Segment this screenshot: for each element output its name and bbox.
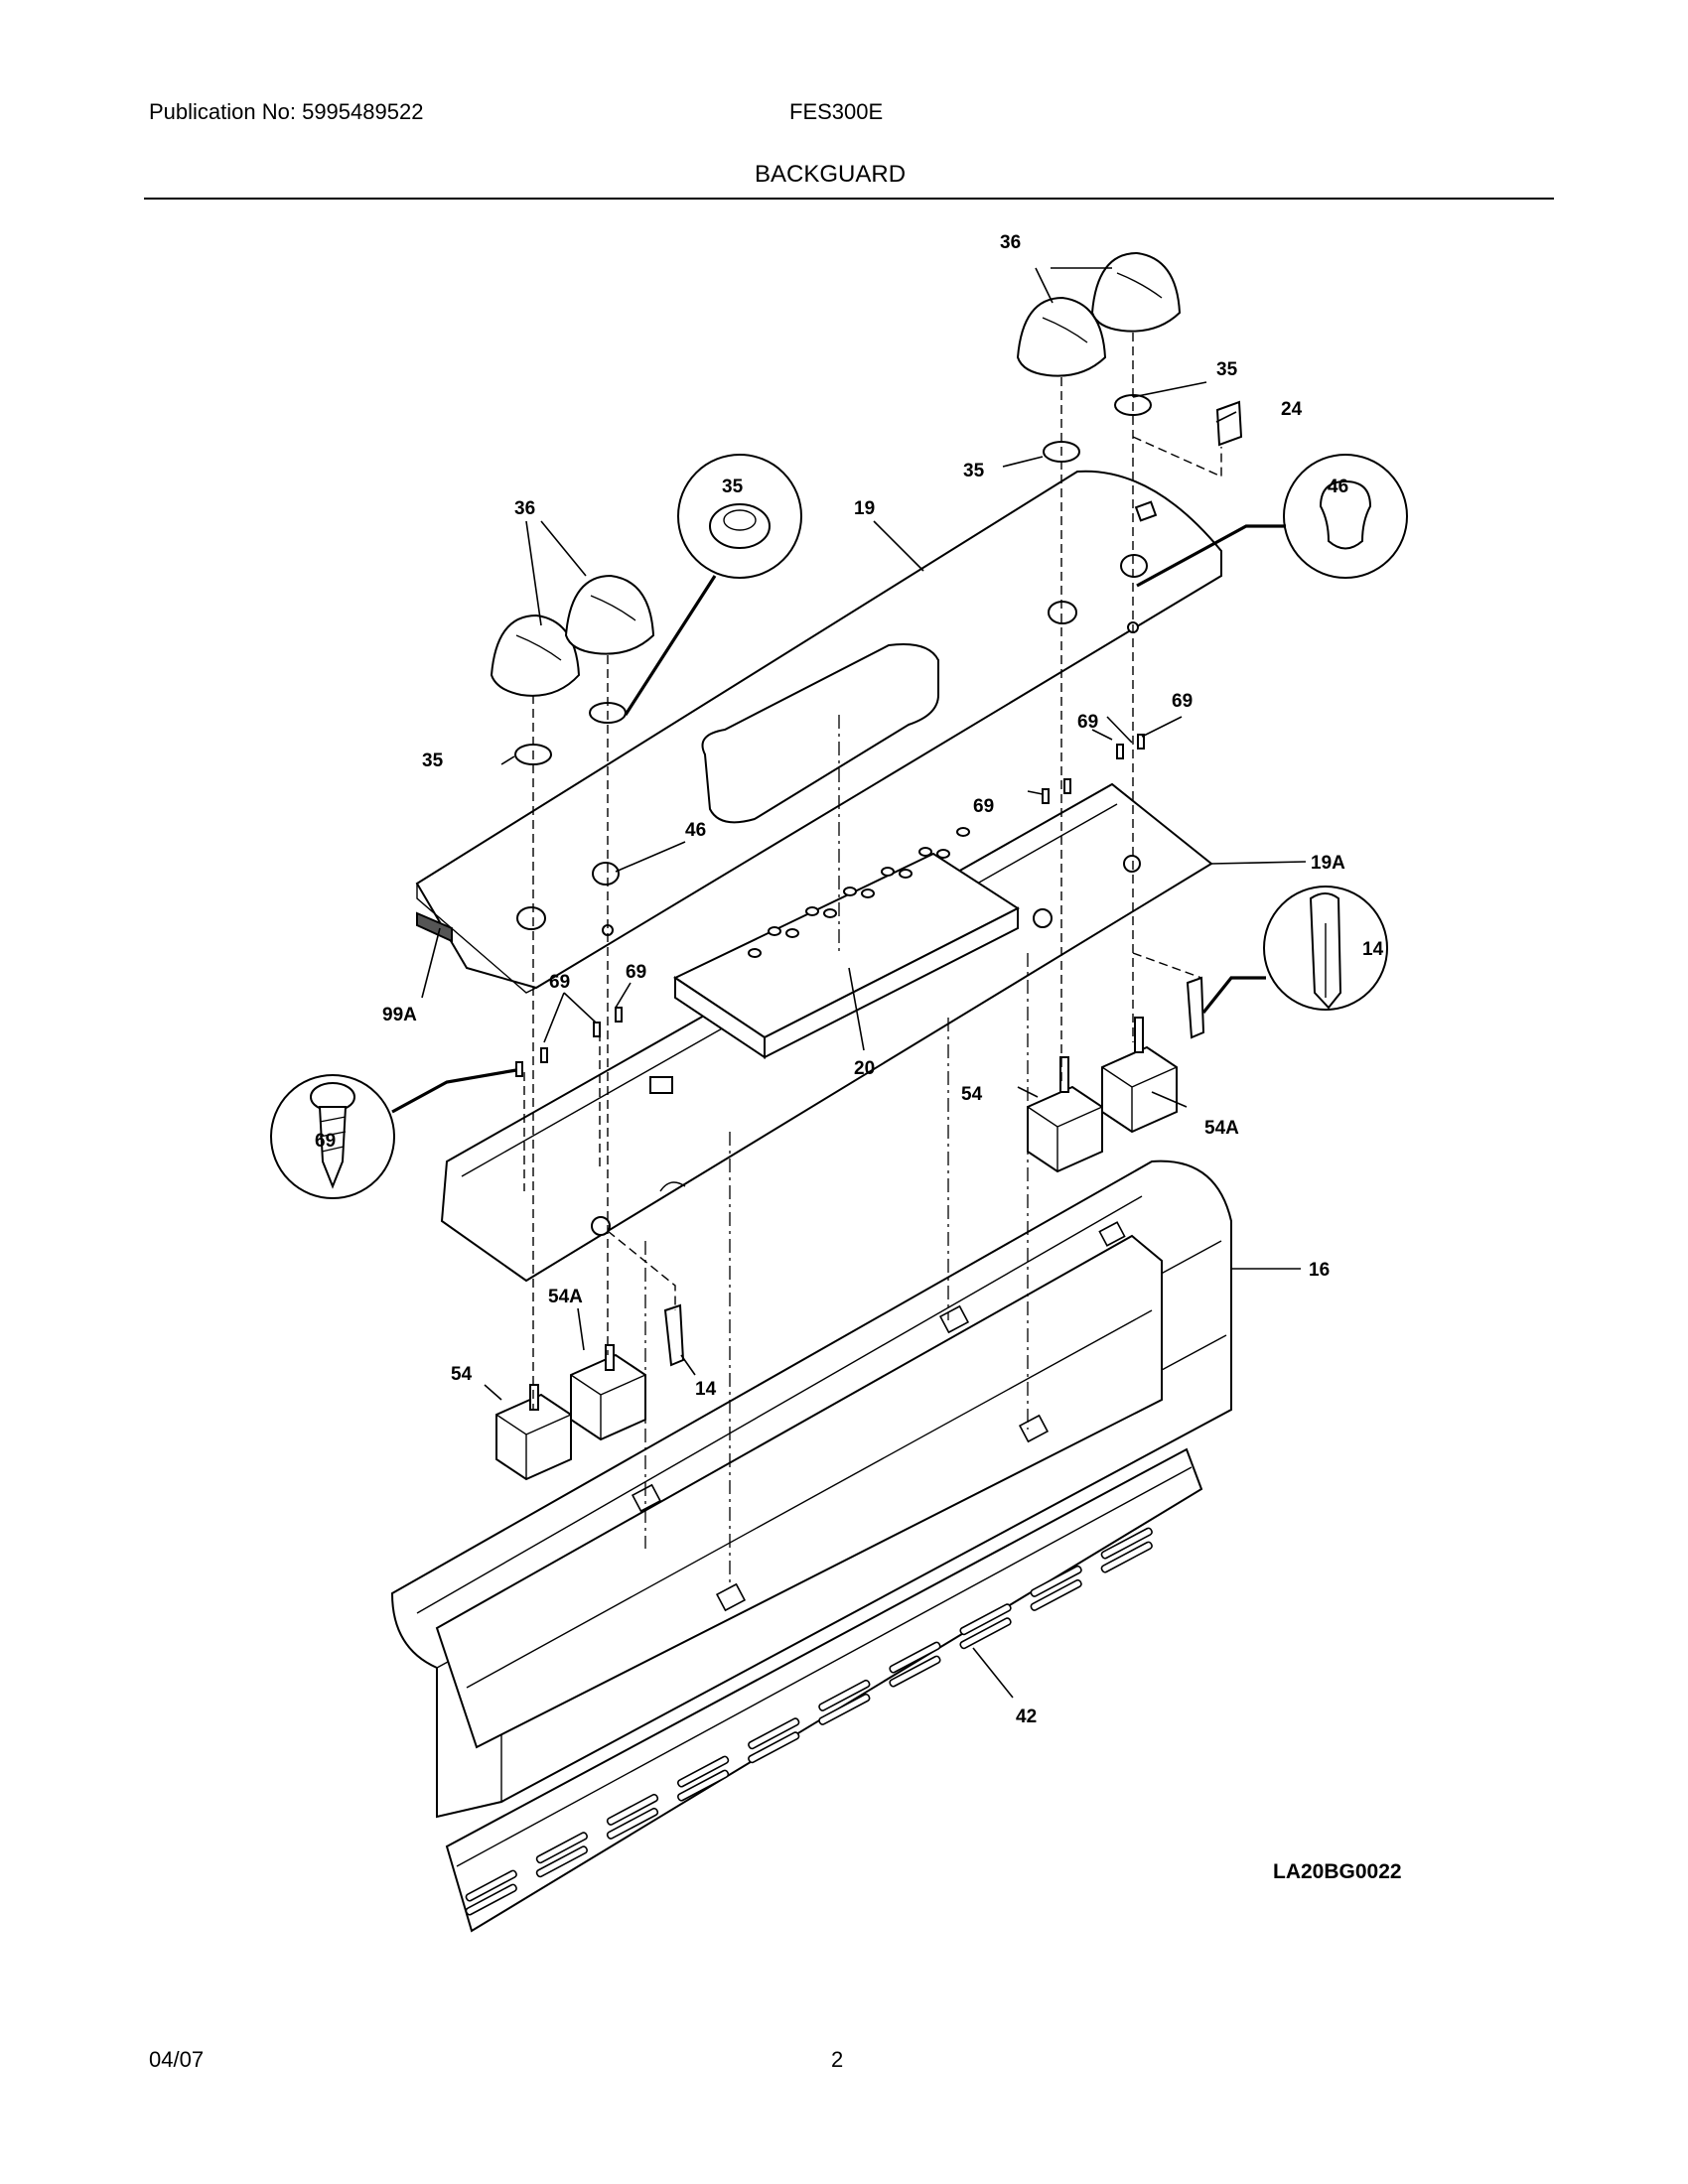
callout-35-right: 35 <box>1216 359 1238 380</box>
callout-46-detail: 46 <box>1328 477 1348 497</box>
callout-35-detail: 35 <box>722 477 744 497</box>
vent-slot <box>818 1679 871 1711</box>
detail-circle-69 <box>270 1068 517 1199</box>
callout-69-c: 69 <box>973 796 994 817</box>
knob-right-front <box>1016 296 1107 377</box>
callout-19A: 19A <box>1311 853 1345 874</box>
vent-slot <box>748 1717 800 1750</box>
control-panel <box>415 470 1222 994</box>
control-button <box>899 869 913 879</box>
vent-slot <box>676 1769 730 1802</box>
vent-slot <box>1030 1578 1082 1611</box>
vent-slot <box>535 1832 588 1864</box>
vent-slot <box>889 1655 941 1688</box>
publication-number: Publication No: 5995489522 <box>149 99 424 124</box>
indicator-lamp-upper <box>1186 976 1205 1039</box>
callout-14-detail: 14 <box>1362 939 1384 960</box>
vent-slot <box>959 1617 1012 1650</box>
infinite-switch-54-upper <box>1027 1056 1103 1173</box>
callout-36-right: 36 <box>1000 232 1021 253</box>
vent-slot <box>465 1883 517 1916</box>
knob-left-rear <box>564 574 655 655</box>
infinite-switch-54A-upper <box>1101 1017 1178 1134</box>
callout-labels: 36 35 24 35 35 36 19 46 35 46 69 69 69 1… <box>315 232 1402 1883</box>
callout-69-detail: 69 <box>315 1131 336 1152</box>
infinite-switch-54A-lower <box>570 1344 646 1441</box>
callout-69-e: 69 <box>626 962 646 983</box>
callout-54A-lower: 54A <box>548 1287 583 1307</box>
control-button <box>805 906 819 916</box>
callout-14: 14 <box>695 1379 717 1400</box>
rocker-switch <box>1215 400 1243 447</box>
callout-69-a: 69 <box>1077 712 1098 733</box>
vent-slot <box>535 1845 588 1878</box>
vent-slot <box>465 1869 517 1902</box>
control-button <box>936 849 950 859</box>
vent-slot <box>748 1731 800 1764</box>
detail-circle-14 <box>1201 886 1388 1014</box>
callout-19: 19 <box>854 498 875 519</box>
infinite-switch-54-lower <box>495 1384 572 1481</box>
vent-slot <box>818 1693 871 1725</box>
callout-42: 42 <box>1016 1706 1037 1727</box>
backguard-housing <box>390 1160 1232 1819</box>
page-number: 2 <box>831 2047 844 2072</box>
control-button <box>881 867 895 877</box>
callout-46: 46 <box>685 820 706 841</box>
vent-slot <box>606 1793 659 1826</box>
header-rule <box>144 198 1554 200</box>
vent-slot <box>676 1755 730 1788</box>
control-button <box>956 827 970 837</box>
callout-16: 16 <box>1309 1260 1330 1281</box>
publication-date: 04/07 <box>149 2047 205 2072</box>
control-button <box>785 928 799 938</box>
leader-lines <box>421 267 1307 1699</box>
assembly-lines <box>523 333 1222 1588</box>
callout-36-left: 36 <box>514 498 535 519</box>
callout-69-d: 69 <box>549 972 570 993</box>
detail-circle-35 <box>624 454 802 716</box>
control-button <box>843 887 857 896</box>
control-button <box>748 948 762 958</box>
model-number: FES300E <box>789 99 884 124</box>
knob-right-rear <box>1090 251 1182 333</box>
control-button <box>918 847 932 857</box>
vent-grille <box>445 1447 1203 1933</box>
vent-slot <box>959 1603 1012 1636</box>
callout-99A: 99A <box>382 1005 417 1025</box>
control-button <box>861 888 875 898</box>
callout-24: 24 <box>1281 399 1303 420</box>
callout-54-upper: 54 <box>961 1084 983 1105</box>
knob-left-front <box>490 614 581 697</box>
control-button <box>768 926 781 936</box>
section-title: BACKGUARD <box>755 161 907 188</box>
vent-slot <box>889 1641 941 1674</box>
control-button <box>823 908 837 918</box>
callout-20: 20 <box>854 1058 875 1079</box>
vent-slot <box>1100 1541 1153 1573</box>
callout-69-b: 69 <box>1172 691 1193 712</box>
indicator-lamp-lower <box>663 1303 685 1367</box>
vent-slot <box>606 1807 659 1840</box>
callout-54-lower: 54 <box>451 1364 473 1385</box>
diagram-code: LA20BG0022 <box>1273 1860 1402 1883</box>
vent-slot <box>1100 1527 1153 1560</box>
electronic-control <box>672 827 1020 1059</box>
detail-circle-46 <box>1136 454 1408 588</box>
callout-35-left: 35 <box>422 751 444 771</box>
callout-35-right-front: 35 <box>963 461 985 481</box>
vent-slot <box>1030 1565 1082 1597</box>
callout-54A-upper: 54A <box>1204 1118 1239 1139</box>
